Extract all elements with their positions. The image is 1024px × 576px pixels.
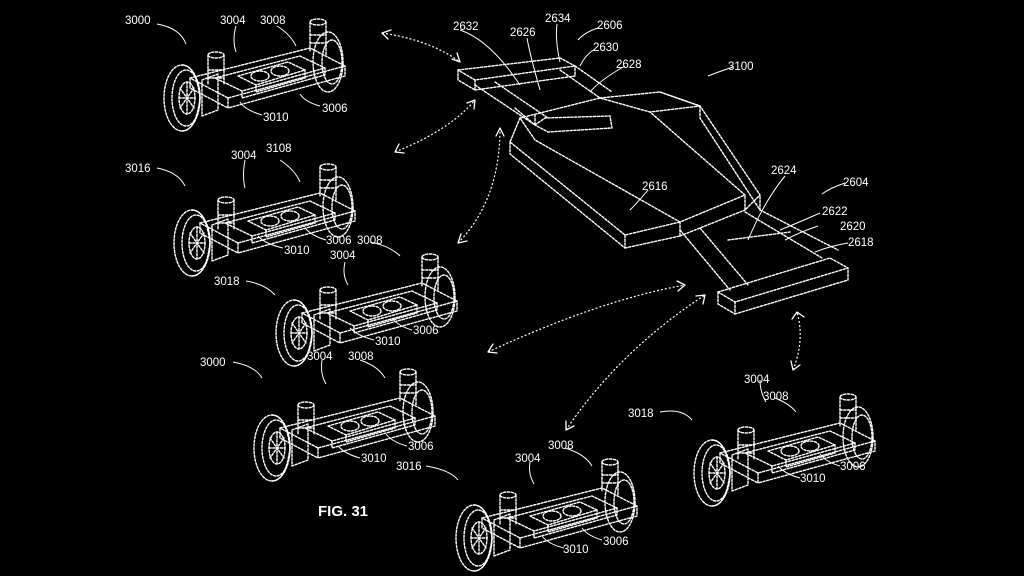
label-2604: 2604	[843, 177, 869, 189]
drive-module-2	[174, 164, 355, 276]
label-2630: 2630	[593, 42, 619, 54]
module-6-ref-a: 3004	[744, 374, 770, 386]
connection-arrows	[381, 29, 805, 431]
drive-module-5	[456, 459, 637, 571]
leader-lines	[156, 23, 849, 549]
module-3-group: 3018	[214, 276, 240, 288]
label-2632: 2632	[453, 21, 479, 33]
module-2-group: 3016	[125, 163, 151, 175]
module-5-ref-b: 3004	[515, 453, 541, 465]
module-3-ref-d: 3010	[375, 336, 401, 348]
module-5-ref-c: 3006	[603, 536, 629, 548]
module-2-ref-d: 3010	[284, 245, 310, 257]
module-6-ref-d: 3010	[800, 473, 826, 485]
label-2634: 2634	[545, 13, 571, 25]
label-2624: 2624	[771, 165, 797, 177]
figure-label: FIG. 31	[318, 503, 368, 520]
label-2618: 2618	[848, 237, 874, 249]
module-2-ref-c: 3006	[326, 235, 352, 247]
drive-module-6	[694, 394, 875, 506]
module-1-ref-c: 3006	[322, 103, 348, 115]
module-3-ref-a: 3008	[357, 235, 383, 247]
module-5-ref-a: 3008	[548, 440, 574, 452]
module-1-ref-a: 3004	[220, 15, 246, 27]
label-2622: 2622	[822, 206, 848, 218]
label-2626: 2626	[510, 27, 536, 39]
module-1-ref-b: 3008	[260, 15, 286, 27]
module-2-ref-a: 3004	[231, 150, 257, 162]
module-5-ref-d: 3010	[563, 544, 589, 556]
drive-module-1	[164, 19, 345, 131]
module-6-group: 3018	[628, 408, 654, 420]
module-1-ref-d: 3010	[263, 112, 289, 124]
label-2606: 2606	[597, 20, 623, 32]
label-2620: 2620	[840, 221, 866, 233]
drive-module-3	[276, 254, 457, 366]
module-1-group: 3000	[125, 15, 151, 27]
module-4-group: 3000	[200, 357, 226, 369]
module-6-ref-c: 3006	[840, 461, 866, 473]
reference-labels: 3100 2632 2626 2634 2606 2630 2628 2616 …	[125, 13, 874, 556]
module-3-ref-b: 3004	[330, 250, 356, 262]
module-4-ref-a: 3004	[307, 351, 333, 363]
module-4-ref-b: 3008	[348, 351, 374, 363]
label-chassis-3100: 3100	[728, 61, 754, 73]
module-2-ref-b: 3108	[266, 143, 292, 155]
module-3-ref-c: 3006	[413, 325, 439, 337]
label-2628: 2628	[616, 59, 642, 71]
module-4-ref-d: 3010	[361, 453, 387, 465]
module-5-group: 3016	[396, 461, 422, 473]
module-4-ref-c: 3006	[408, 441, 434, 453]
label-2616: 2616	[642, 181, 668, 193]
module-6-ref-b: 3008	[763, 391, 789, 403]
vehicle-chassis	[457, 57, 849, 315]
